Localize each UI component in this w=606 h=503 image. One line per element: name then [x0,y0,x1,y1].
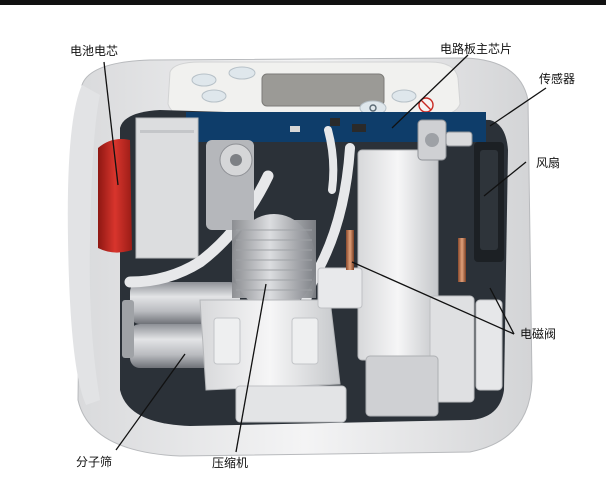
alarm-button[interactable] [391,89,417,103]
leader-main-chip [391,54,469,129]
label-main-chip: 电路板主芯片 [440,42,513,56]
gear-icon [369,104,377,112]
fan-unit [474,142,504,262]
battery-cells [98,117,199,259]
leader-sensor [489,87,547,127]
display-screen [261,73,385,107]
top-border [0,0,606,5]
setting-button[interactable] [201,89,227,103]
leader-lines [103,54,547,453]
label-sensor: 传感器 [539,72,576,86]
label-molecular-sieve: 分子筛 [76,455,113,469]
label-compressor: 压缩机 [212,456,249,470]
compressor [199,214,347,423]
valve-assembly [317,149,503,417]
label-solenoid-valve: 电磁阀 [520,327,557,341]
leader-sieve [115,353,186,451]
power-button[interactable] [191,73,217,87]
leader-battery [103,61,119,186]
upper-pump [206,140,254,230]
leader-fan [483,161,527,197]
leader-compressor [235,283,267,453]
leader-valve-a [351,261,515,335]
leader-valve-b [489,287,515,335]
label-battery-cell: 电池电芯 [70,44,119,58]
label-fan: 风扇 [536,156,561,170]
sensor-unit [417,119,473,161]
mode-button[interactable] [228,66,256,80]
control-panel [167,61,461,119]
